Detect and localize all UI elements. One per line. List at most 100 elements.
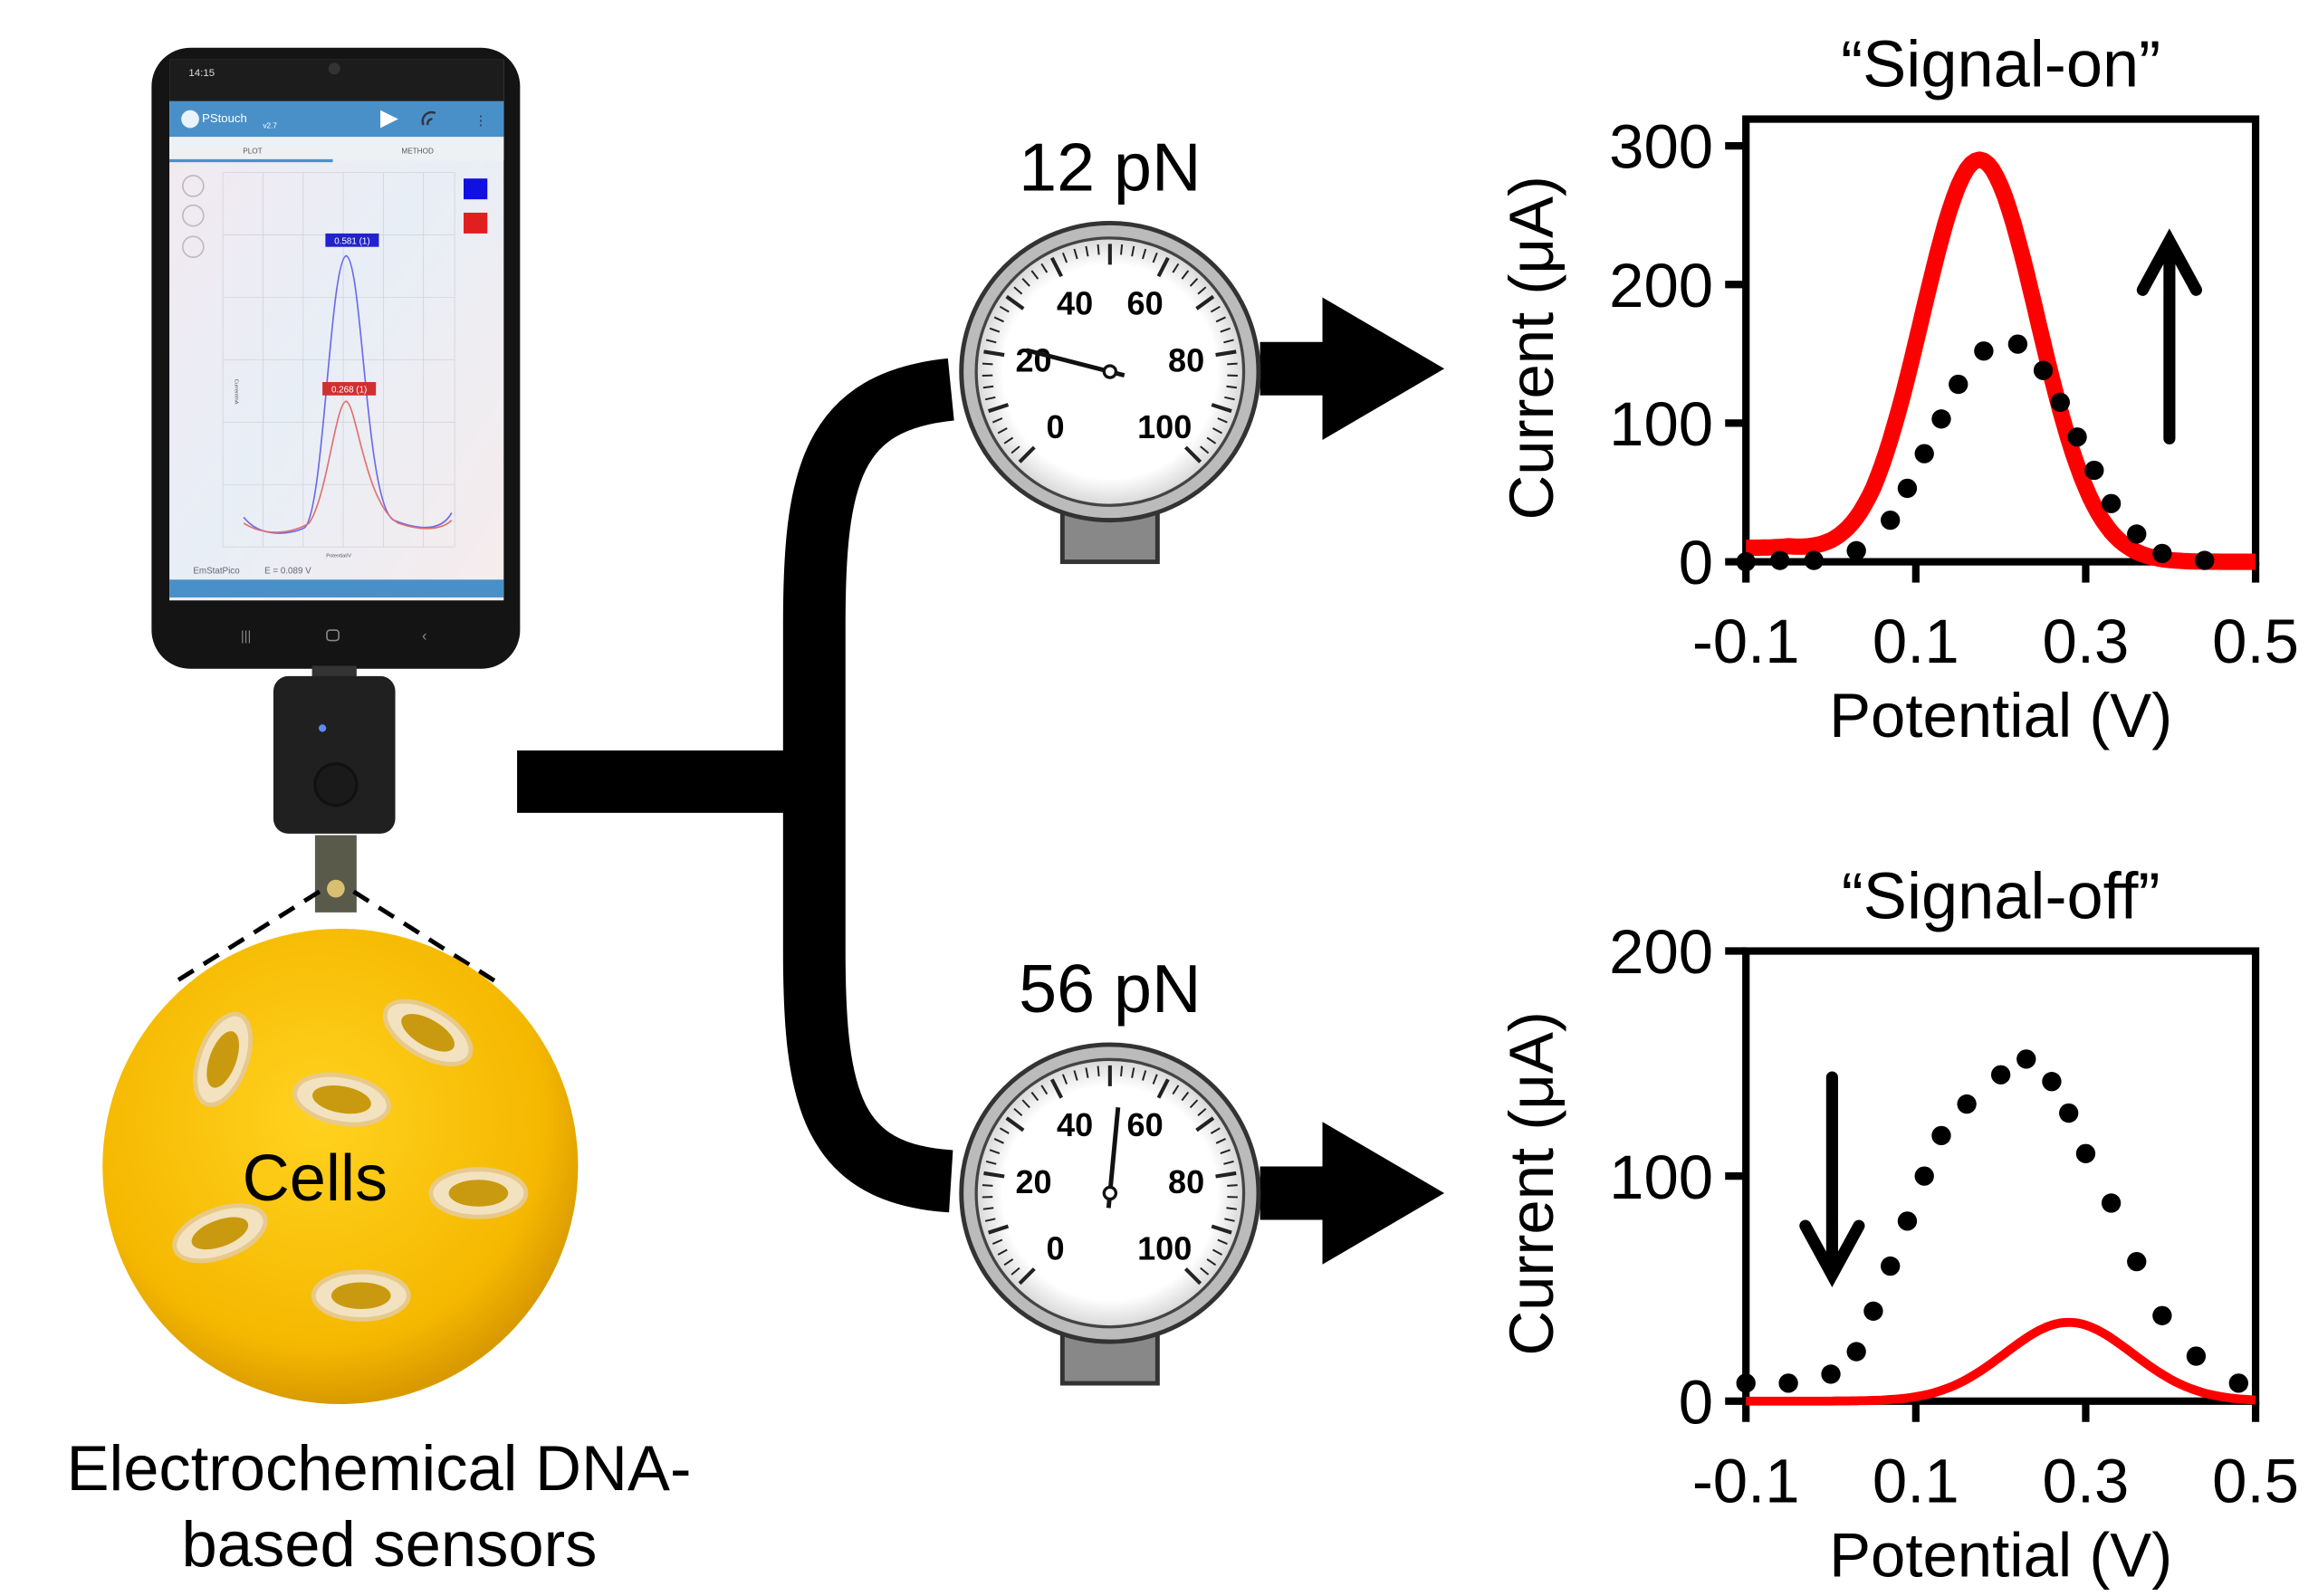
camera-icon	[328, 62, 340, 75]
y-tick-label: 100	[1609, 1142, 1713, 1212]
x-tick-label: -0.1	[1692, 1446, 1800, 1515]
phone-curve-red	[243, 400, 453, 533]
plot-frame	[1742, 115, 2260, 566]
smartphone: 14:15 PStouch v2.7 ⋮ PLOT METHOD 0.581 (…	[151, 47, 521, 669]
data-point-before	[1846, 540, 1866, 560]
fit-view-icon[interactable]	[182, 175, 205, 197]
x-tick-label: -0.1	[1692, 607, 1800, 676]
gauge-tick-label: 80	[1168, 1163, 1204, 1200]
phone-x-axis-label: Potential/V	[326, 554, 351, 559]
x-tick-label: 0.3	[2043, 1446, 2130, 1515]
y-tick-label: 0	[1679, 1367, 1713, 1437]
gauge-tick-label: 100	[1137, 408, 1192, 445]
series-line-after	[1741, 151, 2260, 570]
gauge-tick-label: 60	[1127, 1106, 1164, 1143]
series-line-after	[1746, 1317, 2256, 1406]
app-toolbar	[169, 100, 504, 138]
tools-icon[interactable]	[182, 204, 205, 227]
peak-label-red: 0.268 (1)	[331, 386, 367, 396]
cell	[428, 1167, 529, 1219]
data-point-before	[1931, 409, 1951, 429]
x-axis-label: Potential (V)	[1829, 1520, 2172, 1590]
data-point-before	[1736, 1373, 1756, 1393]
data-point-before	[1804, 550, 1824, 570]
gauge-tick-label: 0	[1046, 1229, 1064, 1266]
data-point-before	[2127, 1251, 2147, 1272]
app-logo-icon	[181, 110, 199, 129]
chart-title: “Signal-off”	[1842, 860, 2160, 932]
electrode-with-cells: Cells	[102, 928, 579, 1405]
nav-back-icon[interactable]: ‹	[422, 628, 426, 645]
data-point-before	[1897, 1211, 1918, 1231]
data-point-before	[1881, 510, 1901, 530]
gauge-tick-label: 20	[1015, 1163, 1051, 1200]
legend-swatch-blue[interactable]	[464, 178, 488, 200]
data-point-before	[2042, 1072, 2062, 1092]
y-tick-label: 300	[1609, 112, 1713, 182]
y-tick-label: 100	[1609, 389, 1713, 459]
cell	[311, 1269, 411, 1322]
tab-plot[interactable]: PLOT	[243, 147, 262, 155]
data-point-before	[1974, 341, 1994, 361]
data-point-before	[2186, 1346, 2207, 1366]
x-tick-label: 0.1	[1873, 607, 1959, 676]
plot-frame	[1742, 947, 2260, 1405]
tab-method[interactable]: METHOD	[401, 147, 434, 155]
data-point-before	[1931, 1125, 1951, 1146]
arrow-right-bottom	[1260, 1122, 1445, 1265]
data-point-before	[1821, 1364, 1841, 1384]
data-point-before	[2067, 427, 2087, 447]
data-point-before	[1778, 1373, 1798, 1393]
data-point-before	[2050, 392, 2070, 413]
data-point-before	[1846, 1342, 1866, 1362]
y-axis-label: Current (μA)	[1497, 1011, 1566, 1355]
data-point-before	[2101, 493, 2122, 513]
data-point-before	[1957, 1094, 1977, 1114]
data-point-before	[2152, 1305, 2172, 1325]
data-point-before	[1914, 444, 1934, 464]
legend-swatch-red[interactable]	[464, 212, 488, 234]
sensor-caption-line2: based sensors	[182, 1508, 598, 1580]
force-label: 56 pN	[1019, 951, 1201, 1027]
data-point-before	[2084, 460, 2104, 481]
chart-title: “Signal-on”	[1841, 28, 2160, 100]
potentiostat-dongle	[273, 665, 396, 913]
data-point-before	[2228, 1373, 2248, 1393]
data-point-before	[1914, 1166, 1934, 1186]
status-time: 14:15	[188, 68, 215, 79]
gauge-tick-label: 40	[1057, 285, 1093, 322]
gauge-tick-label: 20	[1015, 341, 1051, 378]
play-icon[interactable]	[380, 110, 398, 129]
y-tick-label: 0	[1679, 528, 1713, 597]
force-label: 12 pN	[1019, 129, 1201, 205]
cell	[172, 1203, 268, 1264]
gauge-tick-label: 100	[1137, 1229, 1192, 1266]
data-point-before	[2152, 543, 2172, 564]
device-status: EmStatPico	[193, 567, 240, 577]
more-menu-icon[interactable]: ⋮	[474, 114, 487, 129]
nav-recents-icon[interactable]: |||	[241, 630, 252, 645]
data-point-before	[2007, 334, 2028, 354]
data-point-before	[1770, 550, 1790, 570]
cell	[292, 1072, 391, 1127]
data-point-before	[1881, 1256, 1901, 1276]
cell	[193, 1011, 254, 1107]
data-point-before	[2075, 1143, 2096, 1163]
x-tick-label: 0.3	[2043, 607, 2130, 676]
y-axis-label: Current (μA)	[1497, 176, 1566, 520]
sensor-caption-line1: Electrochemical DNA-	[66, 1432, 691, 1504]
gauge-tick-label: 40	[1057, 1106, 1093, 1143]
x-tick-label: 0.5	[2212, 607, 2299, 676]
peak-icon[interactable]	[182, 235, 205, 258]
arrow-down-icon	[1799, 1071, 1865, 1287]
data-point-before	[2127, 524, 2147, 544]
peak-label-blue: 0.581 (1)	[334, 236, 369, 246]
phone-y-axis-label: Current/nA	[233, 379, 238, 405]
bluetooth-connect-icon[interactable]	[421, 110, 436, 126]
nav-home-icon[interactable]	[326, 629, 340, 642]
data-point-before	[1897, 478, 1918, 499]
